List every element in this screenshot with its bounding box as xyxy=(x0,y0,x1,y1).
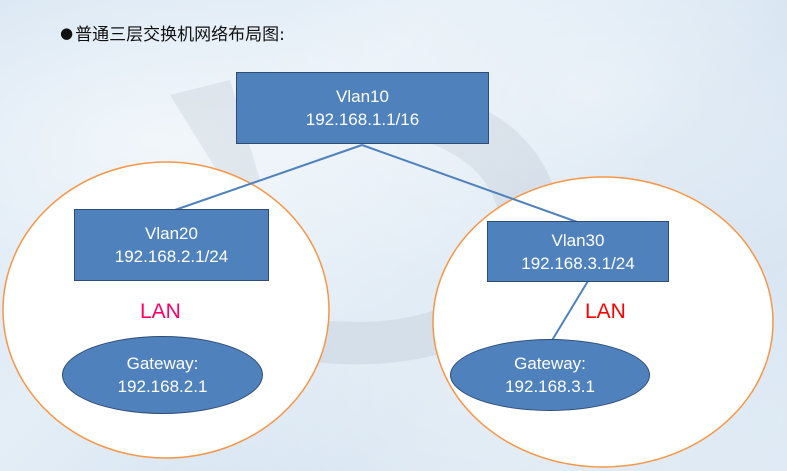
gateway-right-label: Gateway: xyxy=(514,354,586,373)
gateway-left-node: Gateway: 192.168.2.1 xyxy=(62,336,263,414)
gateway-right-address: 192.168.3.1 xyxy=(505,377,595,396)
vlan10-address: 192.168.1.1/16 xyxy=(305,110,420,129)
vlan20-node: Vlan20 192.168.2.1/24 xyxy=(74,209,269,281)
vlan30-name: Vlan30 xyxy=(551,230,605,250)
vlan10-name: Vlan10 xyxy=(336,87,389,106)
page-title: ● 普通三层交换机网络布局图: xyxy=(60,20,285,46)
gateway-left-address: 192.168.2.1 xyxy=(117,377,208,396)
gateway-left-label: Gateway: xyxy=(126,354,199,373)
lan-label-left: LAN xyxy=(140,300,181,323)
vlan20-address: 192.168.2.1/24 xyxy=(114,247,229,266)
vlan30-node: Vlan30 192.168.3.1/24 xyxy=(487,221,669,282)
vlan30-address: 192.168.3.1/24 xyxy=(521,253,635,273)
page-title-text: 普通三层交换机网络布局图: xyxy=(75,25,285,45)
vlan10-node: Vlan10 192.168.1.1/16 xyxy=(236,72,489,144)
gateway-right-node: Gateway: 192.168.3.1 xyxy=(450,339,650,411)
bullet-icon: ● xyxy=(60,23,74,42)
lan-label-right: LAN xyxy=(585,300,626,323)
vlan20-name: Vlan20 xyxy=(145,224,198,243)
link-vlan30-gateway xyxy=(550,280,589,343)
link-vlan10-vlan30 xyxy=(361,144,581,224)
link-vlan10-vlan20 xyxy=(171,144,363,212)
